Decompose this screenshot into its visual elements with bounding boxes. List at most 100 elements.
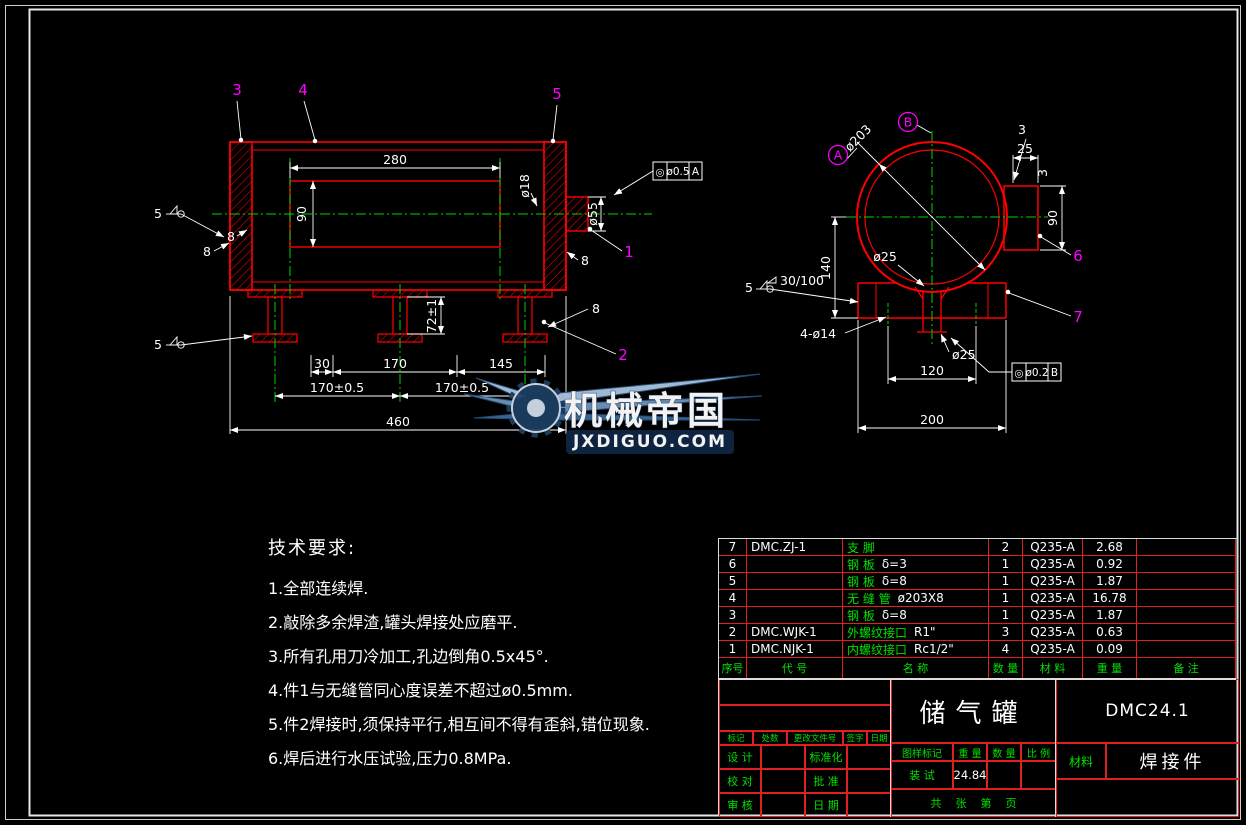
value-material: 焊接件 [1106, 743, 1239, 779]
dim-200: 200 [920, 412, 944, 427]
weld-size-bottom: 5 [154, 337, 162, 352]
bom-cell-weight: 0.63 [1083, 624, 1137, 641]
bom-cell-code: DMC.NJK-1 [747, 641, 843, 658]
titleblock-divider [1055, 679, 1056, 817]
datum-b-circle [897, 111, 919, 133]
label-drawing-mark: 图样标记 [891, 743, 953, 761]
tech-req-item: 4.件1与无缝管同心度误差不超过ø0.5mm. [268, 681, 573, 700]
dim-280: 280 [383, 152, 407, 167]
balloon-5: 5 [552, 85, 562, 103]
label-rev-count: 处数 [753, 731, 787, 745]
sig-field [847, 745, 891, 769]
bom-name-cn: 外螺纹接口 [847, 625, 908, 640]
dim-90: 90 [294, 206, 309, 222]
watermark-site: JXDIGUO.COM [572, 432, 727, 452]
front-view: 280 90 ø18 ø55 8 8 8 8 5 5 72±1 30 170 1… [154, 81, 703, 434]
fcf-datum-ref: A [692, 166, 700, 178]
dim-170b: 170±0.5 [435, 380, 489, 395]
fcf-concentricity-a: ◎ ø0.5 A [652, 161, 703, 181]
watermark: 机械帝国 JXDIGUO.COM [463, 373, 763, 454]
bom-cell-qty: 2 [989, 539, 1023, 556]
value-scale [1021, 761, 1056, 789]
empty-cell [1056, 779, 1239, 817]
dim-8-foot: 8 [592, 301, 600, 316]
dim-3-top: 3 [1018, 122, 1026, 137]
dim-120: 120 [920, 363, 944, 378]
datum-a-label: A [834, 149, 843, 163]
bom-cell-note [1137, 539, 1236, 556]
bom-cell-note [1137, 556, 1236, 573]
bom-cell-note [1137, 641, 1236, 658]
bom-header-no: 序号 [719, 658, 747, 679]
bom-header-qty: 数 量 [989, 658, 1023, 679]
bom-cell-material: Q235-A [1023, 573, 1083, 590]
bom-name-spec: δ=3 [881, 557, 907, 571]
sig-field [847, 793, 891, 817]
dim-460: 460 [386, 414, 410, 429]
side-view-centerlines [846, 131, 1048, 346]
dim-145: 145 [489, 356, 513, 371]
bom-cell-material: Q235-A [1023, 539, 1083, 556]
bom-cell-no: 3 [719, 607, 747, 624]
bom-cell-code: DMC.ZJ-1 [747, 539, 843, 556]
front-view-centerlines [212, 158, 652, 402]
bom-name-cn: 支 脚 [847, 540, 875, 555]
side-view: A B ø203 25 3 3 90 ø25 140 5 30/100 4-ø1… [745, 111, 1083, 433]
bom-cell-code [747, 590, 843, 607]
bom-cell-weight: 0.92 [1083, 556, 1137, 573]
bom-cell-no: 1 [719, 641, 747, 658]
bom-cell-qty: 1 [989, 607, 1023, 624]
bom-name-spec: R1" [914, 625, 936, 639]
weld-size-top: 5 [154, 206, 162, 221]
bom-name-spec: ø203X8 [897, 591, 944, 605]
bom-cell-name: 支 脚 [843, 539, 989, 556]
label-rev-doc: 更改文件号 [787, 731, 843, 745]
bom-row: 7 DMC.ZJ-1 支 脚 2 Q235-A 2.68 [719, 539, 1236, 556]
side-view-geometry [856, 141, 1039, 333]
label-quantity: 数 量 [987, 743, 1021, 761]
datum-a-circle [827, 144, 849, 166]
tank-left-head [229, 141, 253, 291]
fcf-datum-ref: B [1051, 367, 1058, 379]
watermark-brand: 机械帝国 [564, 389, 728, 433]
bom-cell-no: 5 [719, 573, 747, 590]
weld-size-saddle: 5 [745, 280, 753, 295]
dim-25: 25 [1017, 141, 1033, 156]
bom-cell-material: Q235-A [1023, 624, 1083, 641]
bom-cell-qty: 3 [989, 624, 1023, 641]
label-check: 校 对 [719, 769, 761, 793]
bom-name-cn: 钢 板 [847, 574, 875, 589]
dim-8-head-left: 8 [203, 244, 211, 259]
tech-req-item: 2.敲除多余焊渣,罐头焊接处应磨平. [268, 613, 518, 632]
bom-cell-material: Q235-A [1023, 556, 1083, 573]
shell-outer-circle [856, 141, 1008, 293]
label-rev-mark: 标记 [719, 731, 753, 745]
border-inner [28, 8, 1239, 817]
label-approve: 批 准 [805, 769, 847, 793]
tech-req-item: 3.所有孔用刀冷加工,孔边倒角0.5x45°. [268, 647, 549, 666]
value-weight: 24.84 [953, 761, 987, 789]
bom-cell-material: Q235-A [1023, 590, 1083, 607]
bom-cell-note [1137, 607, 1236, 624]
bom-name-cn: 内螺纹接口 [847, 642, 908, 657]
front-view-dim-lines [166, 100, 654, 434]
watermark-site-banner [566, 430, 734, 454]
label-material: 材料 [1056, 743, 1106, 779]
balloon-4: 4 [298, 81, 308, 99]
dim-8-shell-left: 8 [227, 229, 235, 244]
sig-field [761, 793, 805, 817]
bom-header-code: 代 号 [747, 658, 843, 679]
dim-4xd14: 4-ø14 [800, 326, 836, 341]
bom-name-cn: 钢 板 [847, 608, 875, 623]
fcf-symbol: ◎ [1014, 368, 1023, 380]
dim-8-head-right: 8 [581, 253, 589, 268]
sheet-info: 共 张 第 页 [891, 789, 1056, 817]
bom-name-spec: δ=8 [881, 574, 907, 588]
bom-cell-code: DMC.WJK-1 [747, 624, 843, 641]
bom-header-row: 序号 代 号 名 称 数 量 材 料 重 量 备 注 [719, 658, 1236, 679]
